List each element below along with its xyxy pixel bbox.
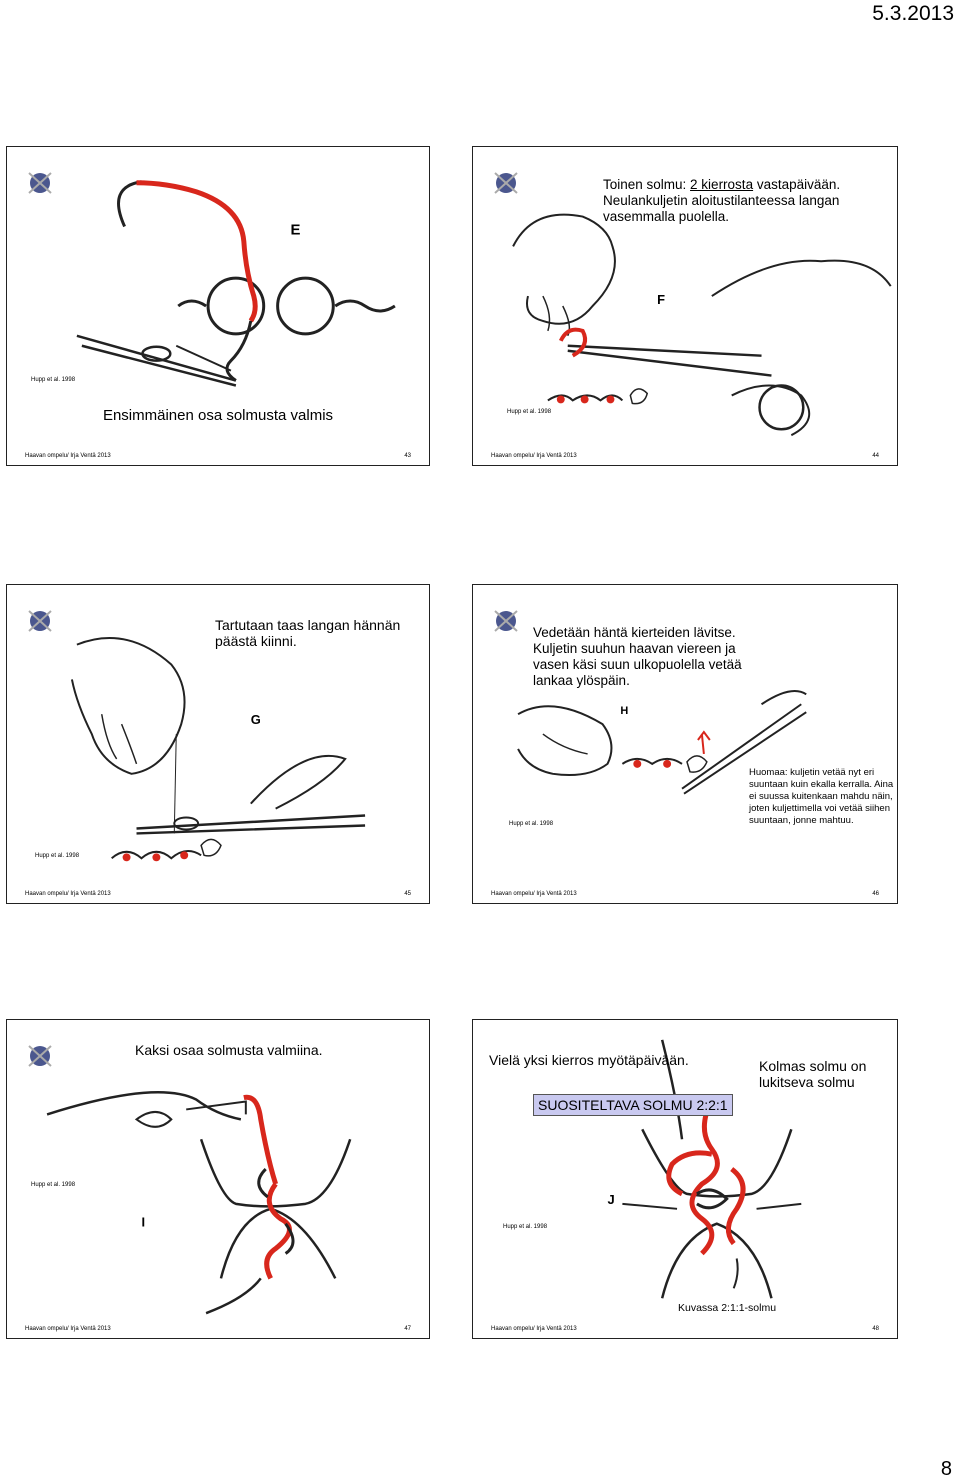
slide-title-right: Kolmas solmu on lukitseva solmu [759, 1058, 867, 1090]
knot-illustration-i: I [46, 1091, 352, 1315]
slide-48: J Vielä yksi kierros myötäpäivään. Kolma… [472, 1019, 898, 1339]
slide-footer: Haavan ompelu/ Irja Ventä 2013 44 [473, 449, 897, 465]
footer-author: Haavan ompelu/ Irja Ventä 2013 [25, 1326, 111, 1332]
slide-47: I Kaksi osaa solmusta valmiina. Hupp et … [6, 1019, 430, 1339]
footer-author: Haavan ompelu/ Irja Ventä 2013 [25, 891, 111, 897]
slide-footer: Haavan ompelu/ Irja Ventä 2013 48 [473, 1322, 897, 1338]
university-logo-icon [494, 610, 518, 632]
knot-illustration-j: J [607, 1039, 802, 1299]
figure-letter: I [141, 1215, 145, 1230]
footer-author: Haavan ompelu/ Irja Ventä 2013 [491, 891, 577, 897]
image-credit: Hupp et al. 1998 [503, 1224, 548, 1230]
figure-letter: E [291, 222, 301, 238]
figure-letter: J [607, 1192, 614, 1207]
slide-number: 45 [404, 891, 411, 897]
footer-author: Haavan ompelu/ Irja Ventä 2013 [491, 453, 577, 459]
slide-title-left: Vielä yksi kierros myötäpäivään. [489, 1052, 689, 1068]
slide-footer: Haavan ompelu/ Irja Ventä 2013 46 [473, 887, 897, 903]
slide-note: Huomaa: kuljetin vetää nyt eri suuntaan … [749, 767, 894, 826]
figure-letter: H [620, 705, 628, 717]
university-logo-icon [28, 1045, 52, 1067]
slide-caption: Ensimmäinen osa solmusta valmis [102, 407, 334, 424]
knot-illustration-h: H [517, 690, 807, 795]
image-credit: Hupp et al. 1998 [31, 1182, 76, 1188]
slide-number: 46 [872, 891, 879, 897]
page-date: 5.3.2013 [872, 2, 954, 25]
knot-illustration-g: G [70, 637, 366, 862]
slide-title: Tartutaan taas langan hännän päästä kiin… [215, 617, 401, 649]
recommended-knot-badge: SUOSITELTAVA SOLMU 2:2:1 [533, 1094, 733, 1116]
slide-43: E Hupp et al. 1998 Ensimmäinen osa solmu… [6, 146, 430, 466]
image-credit: Hupp et al. 1998 [35, 853, 80, 859]
slide-footer: Haavan ompelu/ Irja Ventä 2013 45 [7, 887, 429, 903]
slide-title: Vedetään häntä kierteiden lävitse. Kulje… [533, 625, 742, 688]
slide-number: 47 [404, 1326, 411, 1332]
image-credit: Hupp et al. 1998 [509, 821, 554, 827]
university-logo-icon [28, 610, 52, 632]
university-logo-icon [494, 172, 518, 194]
footer-author: Haavan ompelu/ Irja Ventä 2013 [25, 453, 111, 459]
slide-title: Kaksi osaa solmusta valmiina. [135, 1042, 323, 1058]
slide-number: 43 [404, 453, 411, 459]
knot-illustration-e: E [76, 180, 396, 387]
figure-letter: F [657, 292, 665, 307]
slide-footer: Haavan ompelu/ Irja Ventä 2013 47 [7, 1322, 429, 1338]
footer-author: Haavan ompelu/ Irja Ventä 2013 [491, 1326, 577, 1332]
slide-44: F Toinen solmu: 2 kierrosta vastapäivään… [472, 146, 898, 466]
slide-footer: Haavan ompelu/ Irja Ventä 2013 43 [7, 449, 429, 465]
slide-46: H Vedetään häntä kierteiden lävitse. Kul… [472, 584, 898, 904]
slide-number: 44 [872, 453, 879, 459]
page-number: 8 [940, 1458, 952, 1480]
knot-illustration-f: F [512, 213, 892, 437]
university-logo-icon [28, 172, 52, 194]
figure-letter: G [251, 712, 261, 727]
slide-45: G Tartutaan taas langan hännän päästä ki… [6, 584, 430, 904]
image-credit: Hupp et al. 1998 [31, 377, 76, 383]
image-credit: Hupp et al. 1998 [507, 409, 552, 415]
slide-title: Toinen solmu: 2 kierrosta vastapäivään. … [603, 177, 841, 224]
slide-number: 48 [872, 1326, 879, 1332]
bottom-caption: Kuvassa 2:1:1-solmu [678, 1302, 777, 1314]
